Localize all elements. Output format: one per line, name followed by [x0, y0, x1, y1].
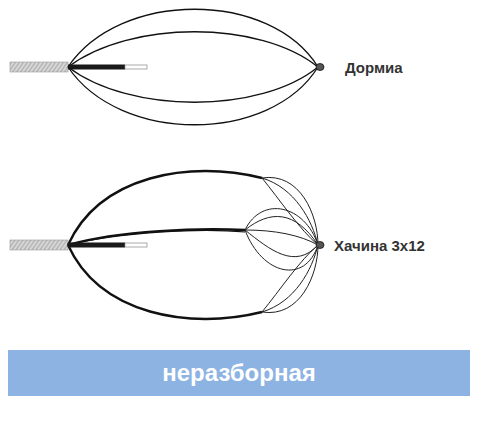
dormia-basket	[10, 9, 324, 125]
sheath	[10, 240, 68, 250]
band-text: неразборная	[162, 359, 315, 387]
tube-tip	[125, 65, 147, 69]
inner-tube	[68, 243, 125, 248]
basket-tip	[316, 242, 324, 249]
hachina-basket	[10, 171, 324, 319]
basket-tip	[316, 64, 324, 71]
inner-tube	[68, 65, 125, 70]
basket-name: Хачина 3x12	[334, 237, 425, 254]
tube-tip	[125, 243, 147, 247]
sheath	[10, 62, 68, 72]
basket-name: Дормиа	[345, 59, 403, 76]
category-band: неразборная	[8, 350, 470, 396]
